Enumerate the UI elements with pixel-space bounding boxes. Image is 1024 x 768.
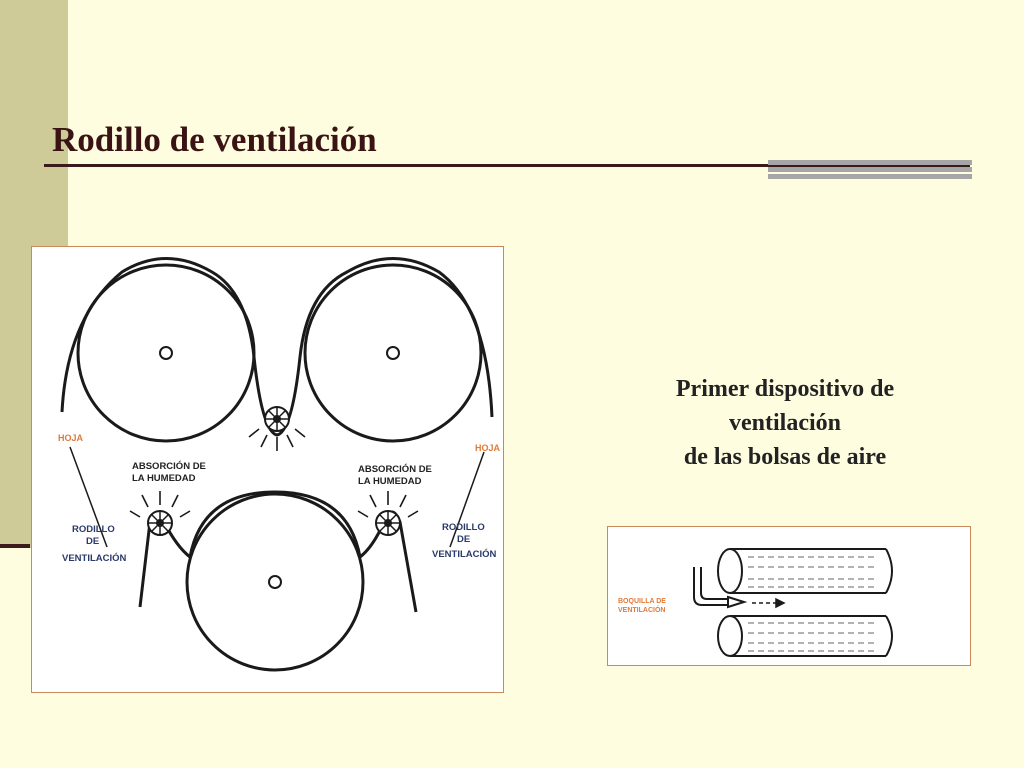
label-sheet-right: HOJA — [475, 443, 501, 453]
label-absorption-left-1: ABSORCIÓN DE — [132, 460, 206, 472]
ventilation-nozzle-diagram: BOQUILLA DE VENTILACIÓN — [607, 526, 971, 666]
ventilation-roller-top — [248, 406, 306, 451]
caption-line-3: de las bolsas de aire — [683, 444, 887, 470]
device-caption: Primer dispositivo de ventilación de las… — [630, 372, 940, 474]
label-sheet-left: HOJA — [58, 433, 84, 443]
label-roller-left-2: DE — [86, 536, 99, 547]
label-absorption-left-2: LA HUMEDAD — [132, 473, 196, 484]
label-absorption-right-1: ABSORCIÓN DE — [358, 463, 432, 475]
caption-line-2: ventilación — [729, 410, 841, 436]
label-roller-right-2: DE — [457, 534, 470, 545]
label-roller-left-1: RODILLO — [72, 524, 115, 535]
paper-sheet-lower — [138, 490, 418, 613]
label-nozzle-2: VENTILACIÓN — [618, 605, 665, 614]
lower-roll — [717, 615, 893, 657]
paper-sheet-path — [60, 257, 494, 437]
label-roller-right-3: VENTILACIÓN — [432, 548, 497, 560]
label-nozzle-1: BOQUILLA DE — [618, 598, 666, 605]
upper-right-cylinder — [303, 263, 483, 443]
upper-roll — [717, 548, 893, 594]
label-roller-left-3: VENTILACIÓN — [62, 552, 127, 564]
ventilation-roller-right — [357, 491, 419, 536]
ventilation-roller-left — [129, 491, 191, 536]
label-absorption-right-2: LA HUMEDAD — [358, 476, 422, 487]
label-roller-right-1: RODILLO — [442, 522, 485, 533]
title-underline — [44, 164, 970, 167]
title-accent-bars — [768, 160, 972, 179]
airflow-arrow — [752, 597, 786, 609]
lower-cylinder — [185, 492, 365, 672]
nozzle — [693, 567, 748, 609]
caption-line-1: Primer dispositivo de — [675, 376, 895, 402]
slide-title: Rodillo de ventilación — [52, 120, 377, 159]
side-accent-rule — [0, 544, 30, 548]
ventilation-roller-diagram: HOJA HOJA ABSORCIÓN DE LA HUMEDAD ABSORC… — [31, 246, 504, 693]
